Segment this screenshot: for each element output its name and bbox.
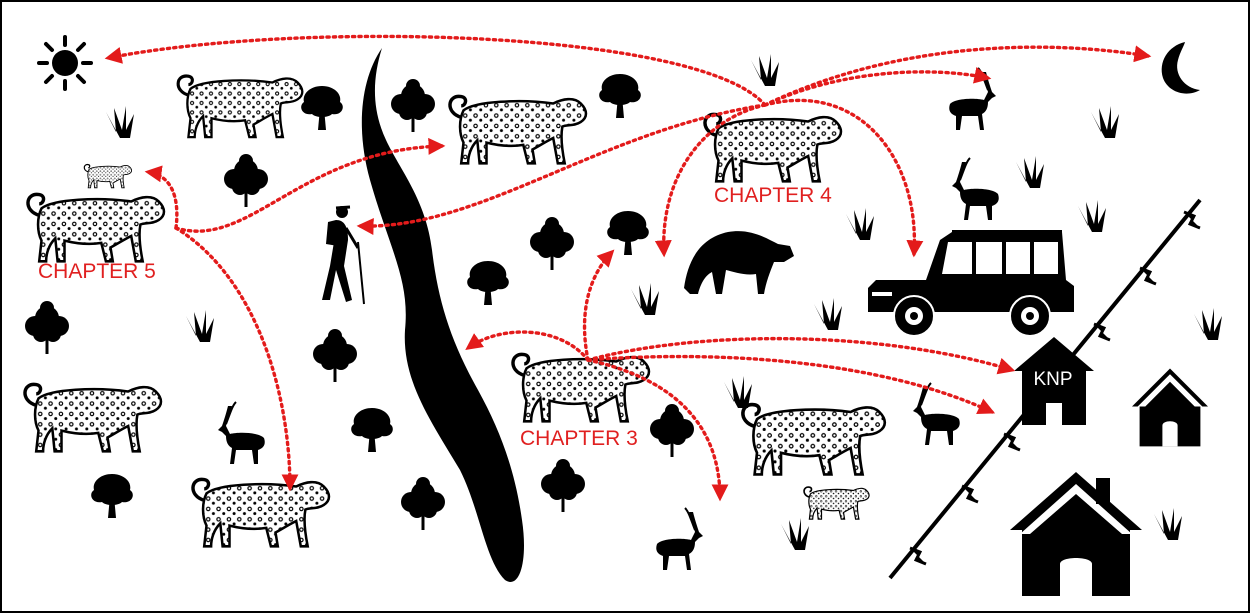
- chapter-3-label: CHAPTER 3: [520, 427, 638, 450]
- chapter-4-label: CHAPTER 4: [714, 184, 832, 207]
- sun-icon: [39, 37, 91, 89]
- chapter-5-label: CHAPTER 5: [38, 260, 156, 283]
- park-label: KNP: [1033, 369, 1072, 390]
